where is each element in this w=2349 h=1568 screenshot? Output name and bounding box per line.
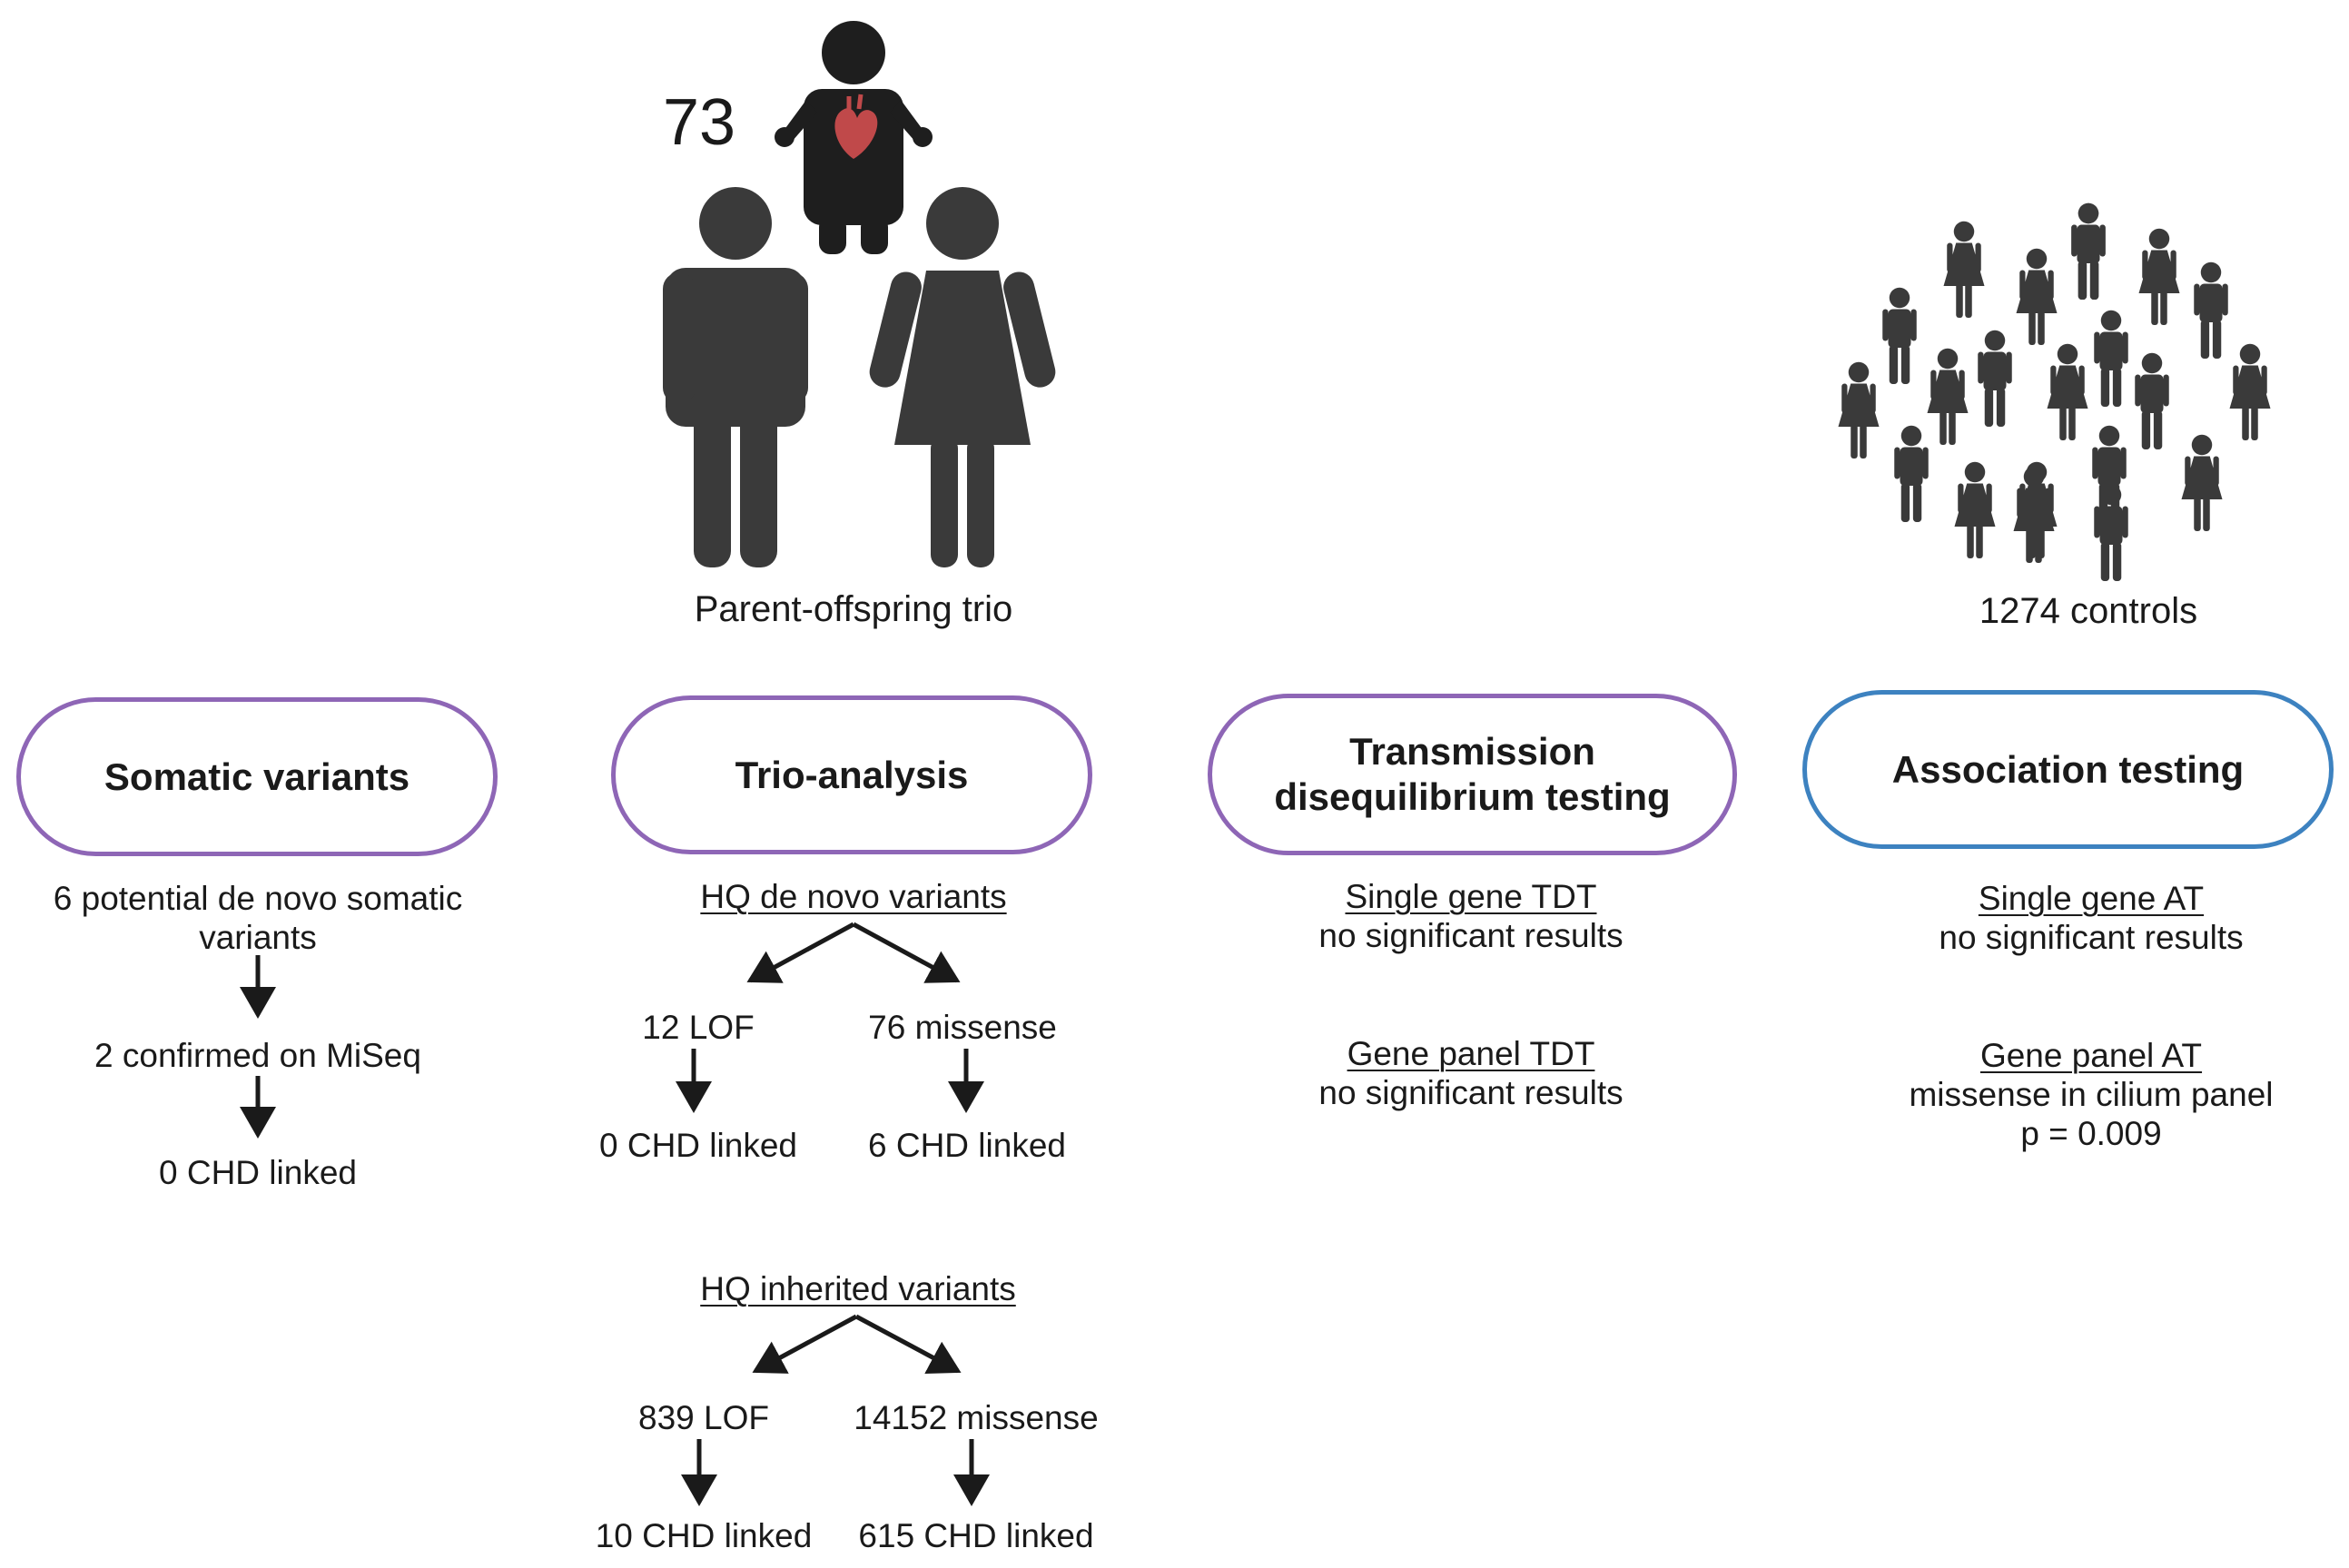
denovo-missense-chd: 6 CHD linked — [868, 1127, 1066, 1164]
inherited-arrows — [681, 1314, 990, 1507]
tdt-title: Transmission disequilibrium testing — [1274, 729, 1670, 820]
somatic-line2: variants — [199, 919, 317, 956]
denovo-heading: HQ de novo variants — [700, 878, 1007, 915]
trio-analysis-title: Trio-analysis — [735, 753, 969, 796]
father-icon — [663, 187, 808, 567]
inherited-lof: 839 LOF — [638, 1399, 769, 1436]
denovo-arrows — [676, 922, 984, 1114]
denovo-missense: 76 missense — [868, 1009, 1057, 1046]
trio-caption: Parent-offspring trio — [694, 589, 1013, 629]
inherited-lof-chd: 10 CHD linked — [595, 1517, 813, 1554]
denovo-lof: 12 LOF — [642, 1009, 755, 1046]
controls-caption: 1274 controls — [1979, 591, 2198, 631]
somatic-line1: 6 potential de novo somatic — [53, 880, 463, 917]
tdt-box: Transmission disequilibrium testing — [1208, 694, 1737, 855]
mother-icon — [869, 187, 1056, 567]
tdt-title-line2: disequilibrium testing — [1274, 775, 1671, 818]
denovo-branch-left — [746, 922, 855, 983]
trio-analysis-box: Trio-analysis — [611, 695, 1092, 854]
denovo-branch-right — [852, 922, 961, 983]
somatic-confirmed: 2 confirmed on MiSeq — [94, 1037, 421, 1074]
child-with-heart-icon — [775, 21, 933, 254]
somatic-variants-title: Somatic variants — [104, 754, 410, 798]
assoc-single-result: no significant results — [1939, 919, 2244, 956]
tdt-panel-result: no significant results — [1318, 1074, 1624, 1111]
assoc-panel-heading: Gene panel AT — [1979, 1037, 2203, 1074]
somatic-chd-linked: 0 CHD linked — [159, 1154, 357, 1191]
assoc-panel-result: missense in cilium panel — [1909, 1076, 2274, 1113]
tdt-panel-heading: Gene panel TDT — [1347, 1035, 1595, 1072]
inherited-missense: 14152 missense — [854, 1399, 1099, 1436]
tdt-single-heading: Single gene TDT — [1345, 878, 1597, 915]
assoc-single-heading: Single gene AT — [1978, 880, 2205, 917]
association-testing-title: Association testing — [1891, 747, 2245, 791]
tdt-title-line1: Transmission — [1349, 730, 1595, 773]
crowd-icon — [1838, 202, 2271, 581]
tdt-single-result: no significant results — [1318, 917, 1624, 954]
denovo-lof-chd: 0 CHD linked — [599, 1127, 797, 1164]
association-testing-box: Association testing — [1802, 690, 2334, 849]
somatic-variants-box: Somatic variants — [16, 697, 498, 856]
heart-icon — [834, 94, 878, 159]
inherited-heading: HQ inherited variants — [700, 1270, 1016, 1307]
inherited-branch-right — [854, 1314, 962, 1374]
inherited-missense-chd: 615 CHD linked — [858, 1517, 1094, 1554]
case-count: 73 — [663, 86, 736, 159]
inherited-branch-left — [752, 1314, 858, 1374]
assoc-panel-p: p = 0.009 — [2020, 1115, 2162, 1152]
